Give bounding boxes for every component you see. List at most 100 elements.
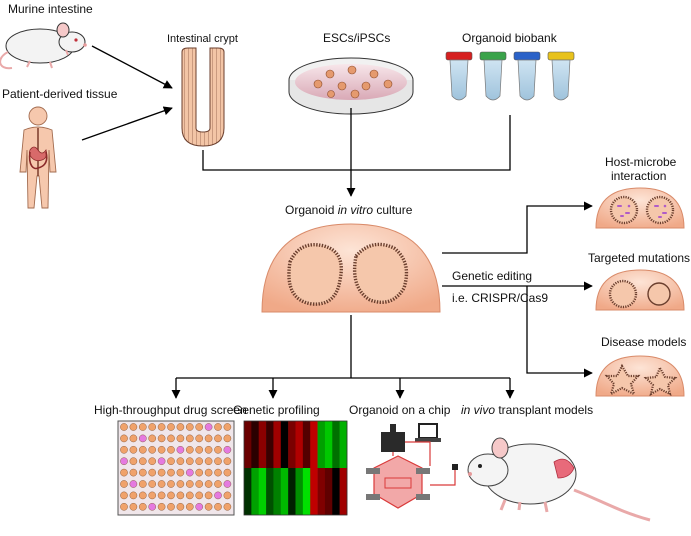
plate-well bbox=[176, 468, 185, 477]
plate-well bbox=[195, 434, 203, 443]
plate-well bbox=[176, 502, 185, 511]
plate-well bbox=[214, 502, 222, 511]
plate-well bbox=[129, 423, 138, 431]
plate-well bbox=[185, 423, 194, 431]
mouse-icon bbox=[0, 22, 87, 70]
plate-well bbox=[167, 445, 175, 454]
heatmap-cell bbox=[310, 468, 318, 515]
plate-well bbox=[129, 491, 138, 500]
arrow-mouse-to-crypt bbox=[91, 45, 173, 89]
plate-well bbox=[167, 468, 175, 477]
plate-well bbox=[204, 445, 213, 454]
heatmap-cell bbox=[310, 421, 318, 468]
plate-well bbox=[129, 445, 138, 454]
plate-well bbox=[148, 491, 156, 500]
plate-well bbox=[204, 434, 213, 443]
plate-well bbox=[157, 434, 166, 443]
plate-well bbox=[157, 491, 166, 500]
plate-well bbox=[138, 457, 147, 466]
plate-well bbox=[214, 480, 222, 488]
heatmap-cell bbox=[244, 421, 252, 468]
plate-well bbox=[148, 457, 156, 466]
plate-well bbox=[157, 480, 166, 488]
label-genetic-profiling: Genetic profiling bbox=[233, 403, 320, 417]
connector-sources bbox=[202, 115, 511, 171]
plate-well bbox=[129, 468, 138, 477]
plate-well bbox=[138, 468, 147, 477]
heatmap-cell bbox=[280, 421, 289, 468]
targeted-mutations-dome-icon bbox=[595, 269, 685, 311]
plate-well bbox=[129, 457, 138, 466]
host-microbe-dome-icon bbox=[595, 187, 685, 229]
plate-well bbox=[167, 502, 175, 511]
heatmap-cell bbox=[295, 421, 304, 468]
plate-well bbox=[223, 468, 232, 477]
disease-models-dome-icon bbox=[595, 355, 685, 397]
organ-chip-icon bbox=[366, 423, 458, 509]
plate-well bbox=[138, 502, 147, 511]
plate-well bbox=[204, 468, 213, 477]
plate-well bbox=[120, 423, 128, 431]
plate-well bbox=[214, 445, 222, 454]
plate-well bbox=[148, 502, 156, 511]
heatmap-cell bbox=[339, 421, 348, 468]
plate-well bbox=[148, 445, 156, 454]
plate-well bbox=[214, 423, 222, 431]
plate-well bbox=[214, 491, 222, 500]
plate-well bbox=[223, 457, 232, 466]
plate-well bbox=[138, 491, 147, 500]
plate-well bbox=[204, 480, 213, 488]
plate-well bbox=[167, 423, 175, 431]
heatmap-cell bbox=[302, 468, 311, 515]
biobank-tubes-icon bbox=[445, 51, 575, 101]
plate-well bbox=[120, 480, 128, 488]
label-crispr: i.e. CRISPR/Cas9 bbox=[452, 291, 548, 305]
plate-well bbox=[157, 502, 166, 511]
label-host-microbe-1: Host-microbe bbox=[605, 155, 677, 169]
plate-well bbox=[138, 434, 147, 443]
plate-well bbox=[214, 457, 222, 466]
plate-well bbox=[185, 502, 194, 511]
plate-well bbox=[204, 457, 213, 466]
plate-well bbox=[138, 480, 147, 488]
heatmap-cell bbox=[280, 468, 289, 515]
arrow-to-disease-models bbox=[526, 286, 593, 378]
plate-well bbox=[129, 434, 138, 443]
plate-well bbox=[195, 468, 203, 477]
label-disease-models: Disease models bbox=[601, 335, 686, 349]
plate-well bbox=[176, 434, 185, 443]
heatmap-cell bbox=[295, 468, 304, 515]
organoid-dome-icon bbox=[261, 223, 441, 313]
plate-well bbox=[214, 434, 222, 443]
plate-well bbox=[129, 480, 138, 488]
mouse-icon bbox=[467, 437, 651, 522]
plate-well bbox=[185, 445, 194, 454]
plate-well bbox=[185, 434, 194, 443]
petri-dish-icon bbox=[288, 57, 414, 115]
plate-well bbox=[195, 457, 203, 466]
label-drug-screen: High-throughput drug screen bbox=[94, 403, 247, 417]
plate-well bbox=[120, 502, 128, 511]
label-escs-ipscs: ESCs/iPSCs bbox=[323, 31, 390, 45]
plate-well bbox=[167, 457, 175, 466]
heatmap-cell bbox=[332, 421, 340, 468]
heatmap-cell bbox=[258, 468, 267, 515]
plate-well bbox=[195, 502, 203, 511]
plate-well bbox=[214, 468, 222, 477]
plate-well bbox=[223, 502, 232, 511]
plate-well bbox=[223, 445, 232, 454]
plate-well bbox=[176, 445, 185, 454]
plate-well bbox=[167, 480, 175, 488]
label-organoid-biobank: Organoid biobank bbox=[462, 31, 558, 45]
plate-well bbox=[120, 468, 128, 477]
label-organoid-chip: Organoid on a chip bbox=[349, 403, 451, 417]
plate-well bbox=[223, 480, 232, 488]
heatmap-cell bbox=[266, 421, 274, 468]
plate-well bbox=[223, 491, 232, 500]
plate-well bbox=[185, 457, 194, 466]
plate-well bbox=[176, 457, 185, 466]
heatmap-cell bbox=[324, 468, 333, 515]
heatmap-cell bbox=[273, 468, 282, 515]
plate-well bbox=[204, 502, 213, 511]
